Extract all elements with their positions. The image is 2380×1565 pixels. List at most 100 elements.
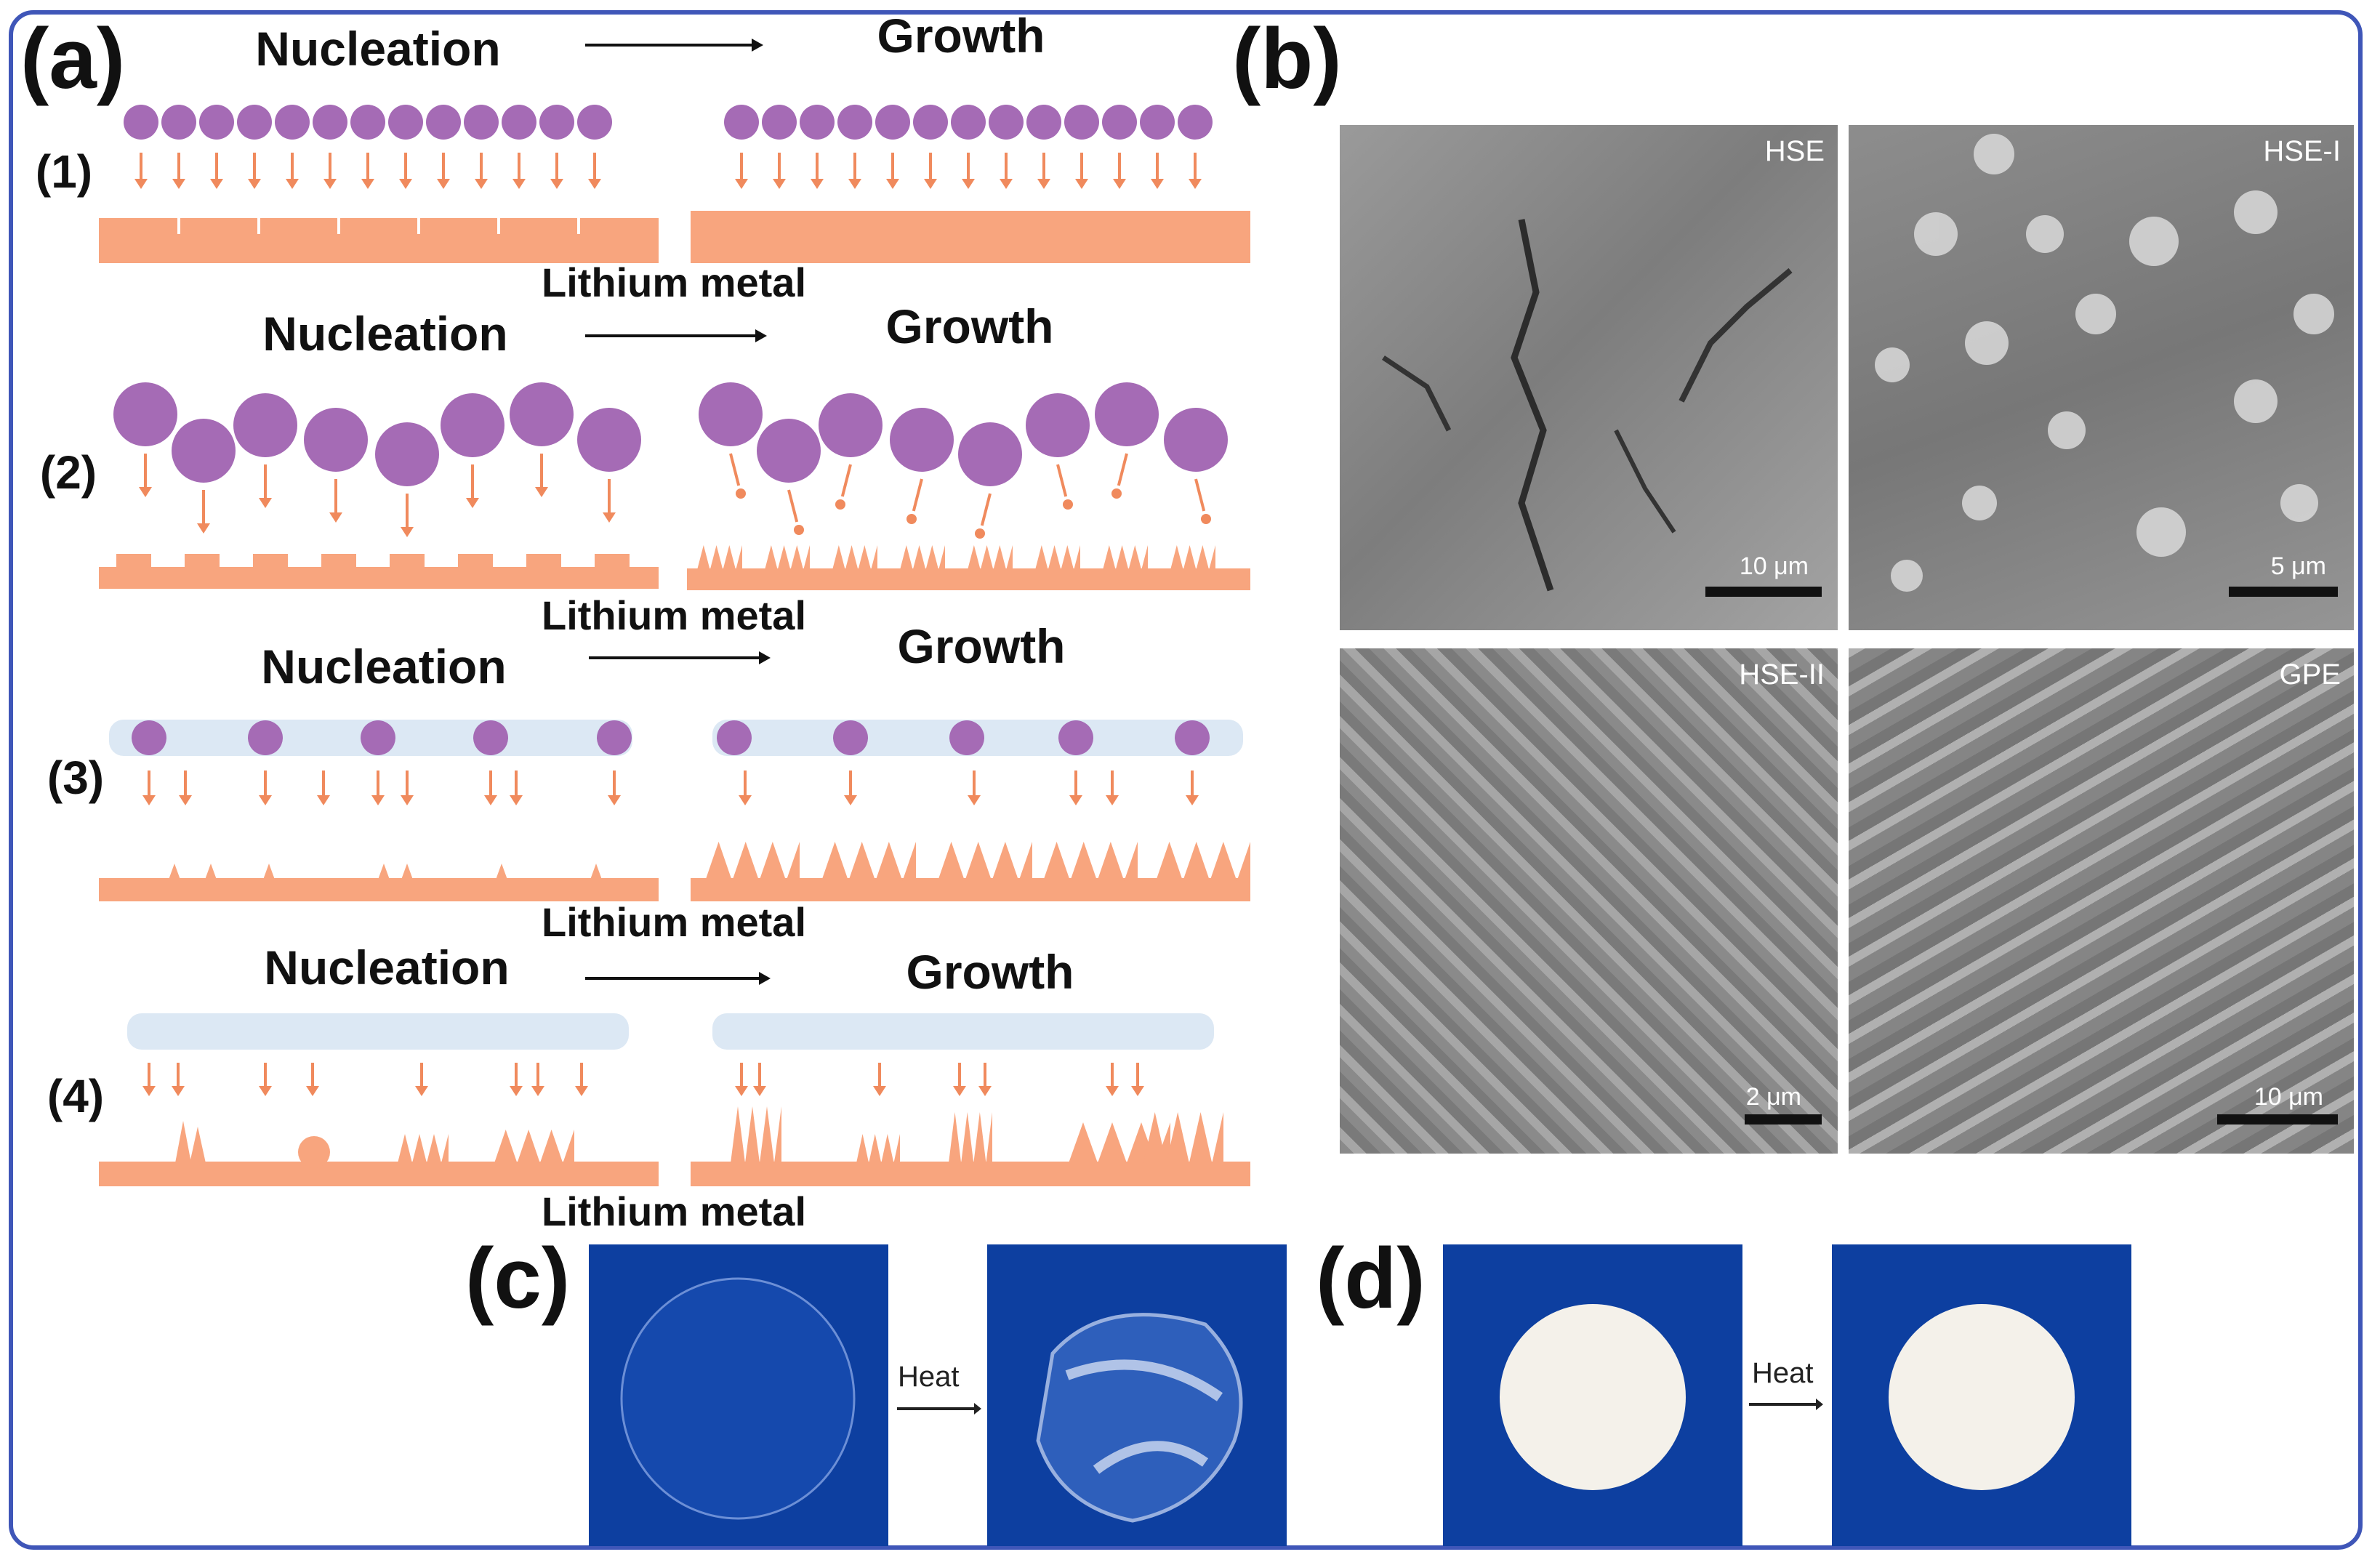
ion-flux-arrow xyxy=(1194,478,1206,512)
lithium-ion xyxy=(426,105,461,140)
sem-tag-hse-ii: HSE-II xyxy=(1739,659,1825,691)
ion-flux-arrow-head xyxy=(172,1086,185,1096)
ion-flux-arrow xyxy=(729,453,741,486)
surface-bump xyxy=(595,554,630,568)
lithium-ion xyxy=(172,419,236,483)
lithium-ion xyxy=(913,105,948,140)
lithium-ion xyxy=(577,408,641,472)
sem-tag-hse: HSE xyxy=(1764,135,1825,167)
lithium-ion xyxy=(800,105,835,140)
ion-flux-arrow xyxy=(912,478,923,512)
panel-label-d: (d) xyxy=(1316,1231,1426,1327)
dendrite-spike xyxy=(378,864,390,880)
sem-tag-hse-i: HSE-I xyxy=(2263,135,2341,167)
ion-flux-arrow-head xyxy=(179,795,192,805)
lithium-slab xyxy=(99,1162,659,1186)
lithium-ion xyxy=(304,408,368,472)
lithium-ion xyxy=(762,105,797,140)
scale-bar xyxy=(1705,587,1822,597)
ion-flux-arrow-head xyxy=(753,1086,766,1096)
ion-flux-arrow-head xyxy=(371,795,385,805)
ion-flux-arrow-head xyxy=(484,795,497,805)
ion-flux-arrow xyxy=(980,493,992,526)
ion-flux-arrow-head xyxy=(886,179,899,189)
photo-d-before-heat xyxy=(1443,1244,1742,1546)
ion-flux-arrow-head xyxy=(401,527,414,537)
dendrite-cluster xyxy=(1156,842,1250,881)
lithium-ion xyxy=(464,105,499,140)
ion-flux-arrow-head xyxy=(873,1086,886,1096)
panel-label-b: (b) xyxy=(1232,11,1342,107)
sem-scale-label: 5 μm xyxy=(2270,552,2326,580)
ion-flux-arrow-head xyxy=(210,179,223,189)
ion-flux-arrow-head xyxy=(1111,488,1122,499)
ion-flux-arrow-head xyxy=(306,1086,319,1096)
dendrite-cluster xyxy=(398,1134,449,1163)
lithium-ion xyxy=(949,720,984,755)
row-number: (2) xyxy=(40,446,97,499)
panel-label-a: (a) xyxy=(20,11,126,107)
ion-flux-arrow-head xyxy=(1037,179,1050,189)
scale-bar xyxy=(1745,1114,1822,1125)
panel-label-c: (c) xyxy=(465,1231,571,1327)
lithium-ion xyxy=(361,720,395,755)
ion-flux-arrow-head xyxy=(512,179,526,189)
ion-flux-arrow-head xyxy=(259,1086,272,1096)
sem-image-hse-ii: HSE-II 2 μm xyxy=(1340,648,1838,1154)
ion-flux-arrow-head xyxy=(1069,795,1082,805)
dendrite-spike xyxy=(590,864,602,880)
dendrite-cluster xyxy=(697,545,742,570)
lithium-ion xyxy=(1026,393,1090,457)
sem-image-gpe: GPE 10 μm xyxy=(1849,648,2354,1154)
nucleation-title: Nucleation xyxy=(262,307,507,361)
dendrite-spike xyxy=(169,864,180,880)
dendrite-cluster xyxy=(731,1106,781,1163)
ion-flux-arrow-head xyxy=(953,1086,966,1096)
lithium-ion xyxy=(1164,408,1228,472)
growth-title: Growth xyxy=(898,619,1066,673)
ion-flux-arrow-head xyxy=(608,795,621,805)
ion-flux-arrow-head xyxy=(773,179,786,189)
ion-flux-arrow-head xyxy=(475,179,488,189)
dendrite-cluster xyxy=(1143,1112,1223,1163)
nucleation-to-growth-arrow-head xyxy=(759,972,771,985)
photo-c-after-heat xyxy=(987,1244,1287,1546)
lithium-ion xyxy=(958,422,1022,486)
lithium-ion xyxy=(717,720,752,755)
ion-flux-arrow-head xyxy=(848,179,861,189)
lithium-ion xyxy=(1058,720,1093,755)
lithium-ion xyxy=(275,105,310,140)
lithium-ion xyxy=(132,720,166,755)
dendrite-spike xyxy=(401,864,413,880)
lithium-slab xyxy=(99,878,659,901)
nucleation-to-growth-arrow-head xyxy=(752,39,763,52)
lithium-slab xyxy=(691,1162,1250,1186)
lithium-ion xyxy=(989,105,1024,140)
dendrite-spike xyxy=(496,864,507,880)
ion-flux-arrow-head xyxy=(142,795,156,805)
surface-bump xyxy=(116,554,151,568)
dendrite-cluster xyxy=(938,842,1032,881)
ion-flux-arrow-head xyxy=(794,525,804,535)
row-number: (1) xyxy=(36,145,92,198)
ion-flux-arrow-head xyxy=(1186,795,1199,805)
ion-flux-arrow-head xyxy=(1106,1086,1119,1096)
scale-bar xyxy=(2229,587,2338,597)
lithium-ion xyxy=(1178,105,1213,140)
ion-flux-arrow-head xyxy=(510,1086,523,1096)
sem-tag-gpe: GPE xyxy=(2279,659,2341,691)
lithium-ion xyxy=(502,105,536,140)
lithium-metal-label: Lithium metal xyxy=(542,899,806,945)
dendrite-cluster xyxy=(832,545,877,570)
ion-flux-arrow-head xyxy=(401,795,414,805)
dendrite-cluster xyxy=(856,1134,900,1163)
dendrite-spike xyxy=(263,864,275,880)
lithium-ion xyxy=(1140,105,1175,140)
lithium-ion xyxy=(837,105,872,140)
lithium-ion xyxy=(597,720,632,755)
ion-flux-arrow-head xyxy=(139,487,152,497)
ion-flux-arrow xyxy=(840,464,852,497)
lithium-nucleus xyxy=(298,1136,330,1168)
surface-bump xyxy=(253,554,288,568)
